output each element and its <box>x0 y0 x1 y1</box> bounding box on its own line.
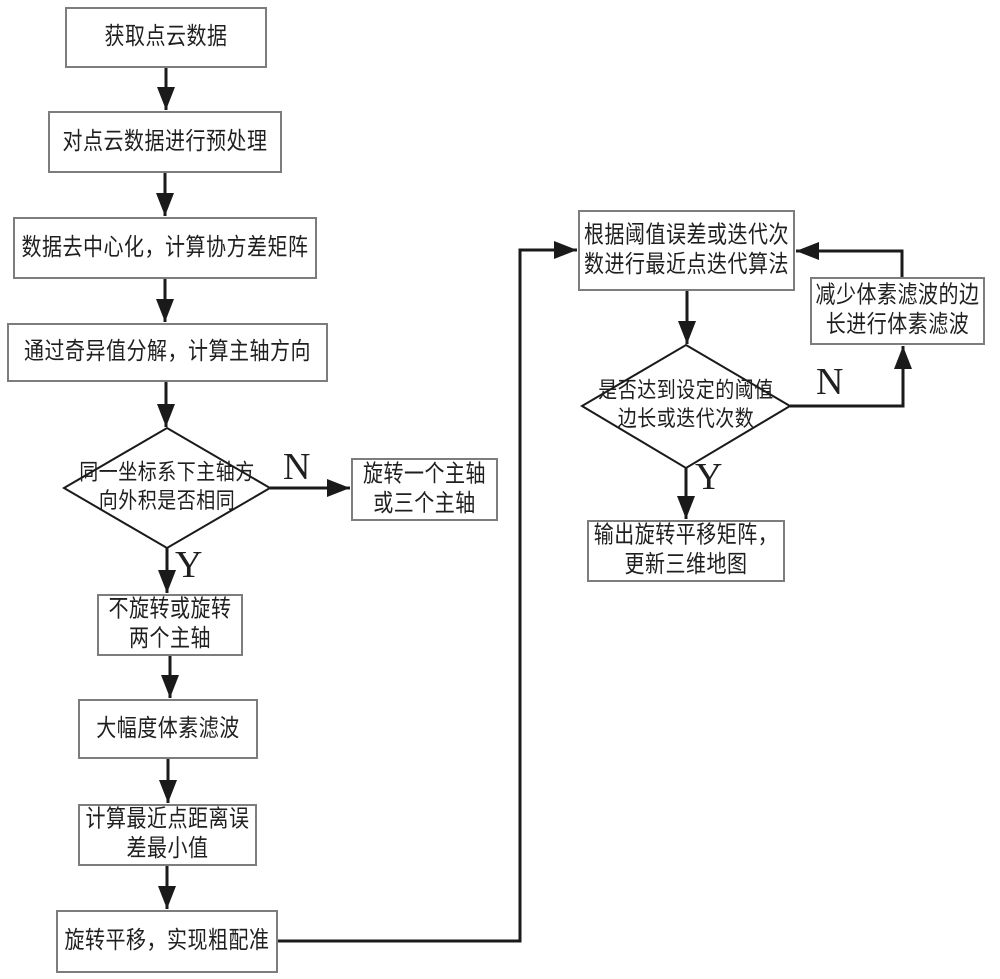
node-svd-principal-axis: 通过奇异值分解，计算主轴方向 <box>7 323 328 382</box>
node-min-distance-error: 计算最近点距离误 差最小值 <box>78 804 257 866</box>
node-preprocess: 对点云数据进行预处理 <box>48 111 282 173</box>
node-rotate-two-axes: 不旋转或旋转 两个主轴 <box>97 594 243 656</box>
decision-axis-check: 同一坐标系下主轴方 向外积是否相同 <box>77 456 257 520</box>
branch-label-threshold-no: N <box>816 361 844 403</box>
node-reduce-voxel-size: 减少体素滤波的边 长进行体素滤波 <box>810 277 985 345</box>
branch-label-threshold-yes: Y <box>695 456 723 498</box>
decision-threshold-check-label: 是否达到设定的阈值 边长或迭代次数 <box>598 378 774 432</box>
node-acquire-point-cloud: 获取点云数据 <box>65 7 267 68</box>
decision-threshold-check-shape <box>580 343 792 470</box>
node-output-transform: 输出旋转平移矩阵， 更新三维地图 <box>587 520 785 582</box>
node-output-transform-label: 输出旋转平移矩阵， 更新三维地图 <box>593 522 779 579</box>
node-coarse-registration: 旋转平移，实现粗配准 <box>56 910 278 973</box>
node-icp-iteration: 根据阈值误差或迭代次 数进行最近点迭代算法 <box>578 210 795 291</box>
node-reduce-voxel-size-label: 减少体素滤波的边 长进行体素滤波 <box>815 282 980 339</box>
node-coarse-registration-label: 旋转平移，实现粗配准 <box>64 927 270 954</box>
node-icp-iteration-label: 根据阈值误差或迭代次 数进行最近点迭代算法 <box>584 222 789 278</box>
branch-label-axis-no: N <box>283 446 311 488</box>
node-decenter-label: 数据去中心化，计算协方差矩阵 <box>21 234 309 261</box>
branch-label-axis-yes: Y <box>175 544 203 586</box>
decision-axis-check-label: 同一坐标系下主轴方 向外积是否相同 <box>79 460 255 514</box>
node-acquire-label: 获取点云数据 <box>104 23 228 50</box>
node-svd-label: 通过奇异值分解，计算主轴方向 <box>24 338 311 365</box>
decision-axis-check-shape <box>62 426 272 550</box>
node-decenter-covariance: 数据去中心化，计算协方差矩阵 <box>13 217 317 279</box>
node-min-distance-error-label: 计算最近点距离误 差最小值 <box>85 806 250 863</box>
node-preprocess-label: 对点云数据进行预处理 <box>62 128 268 155</box>
decision-threshold-check: 是否达到设定的阈值 边长或迭代次数 <box>591 374 781 438</box>
node-large-voxel-filter-label: 大幅度体素滤波 <box>96 715 240 742</box>
node-rotate-one-label: 旋转一个主轴 或三个主轴 <box>363 461 486 517</box>
node-rotate-two-label: 不旋转或旋转 两个主轴 <box>108 596 232 653</box>
edge-reducevoxel-icp <box>796 242 904 277</box>
edge-coarse-icp <box>278 241 577 943</box>
node-large-voxel-filter: 大幅度体素滤波 <box>78 699 258 759</box>
edge-thresholdcheck-reducevoxel-N <box>790 346 912 408</box>
node-rotate-one-or-three-axes: 旋转一个主轴 或三个主轴 <box>351 458 498 521</box>
